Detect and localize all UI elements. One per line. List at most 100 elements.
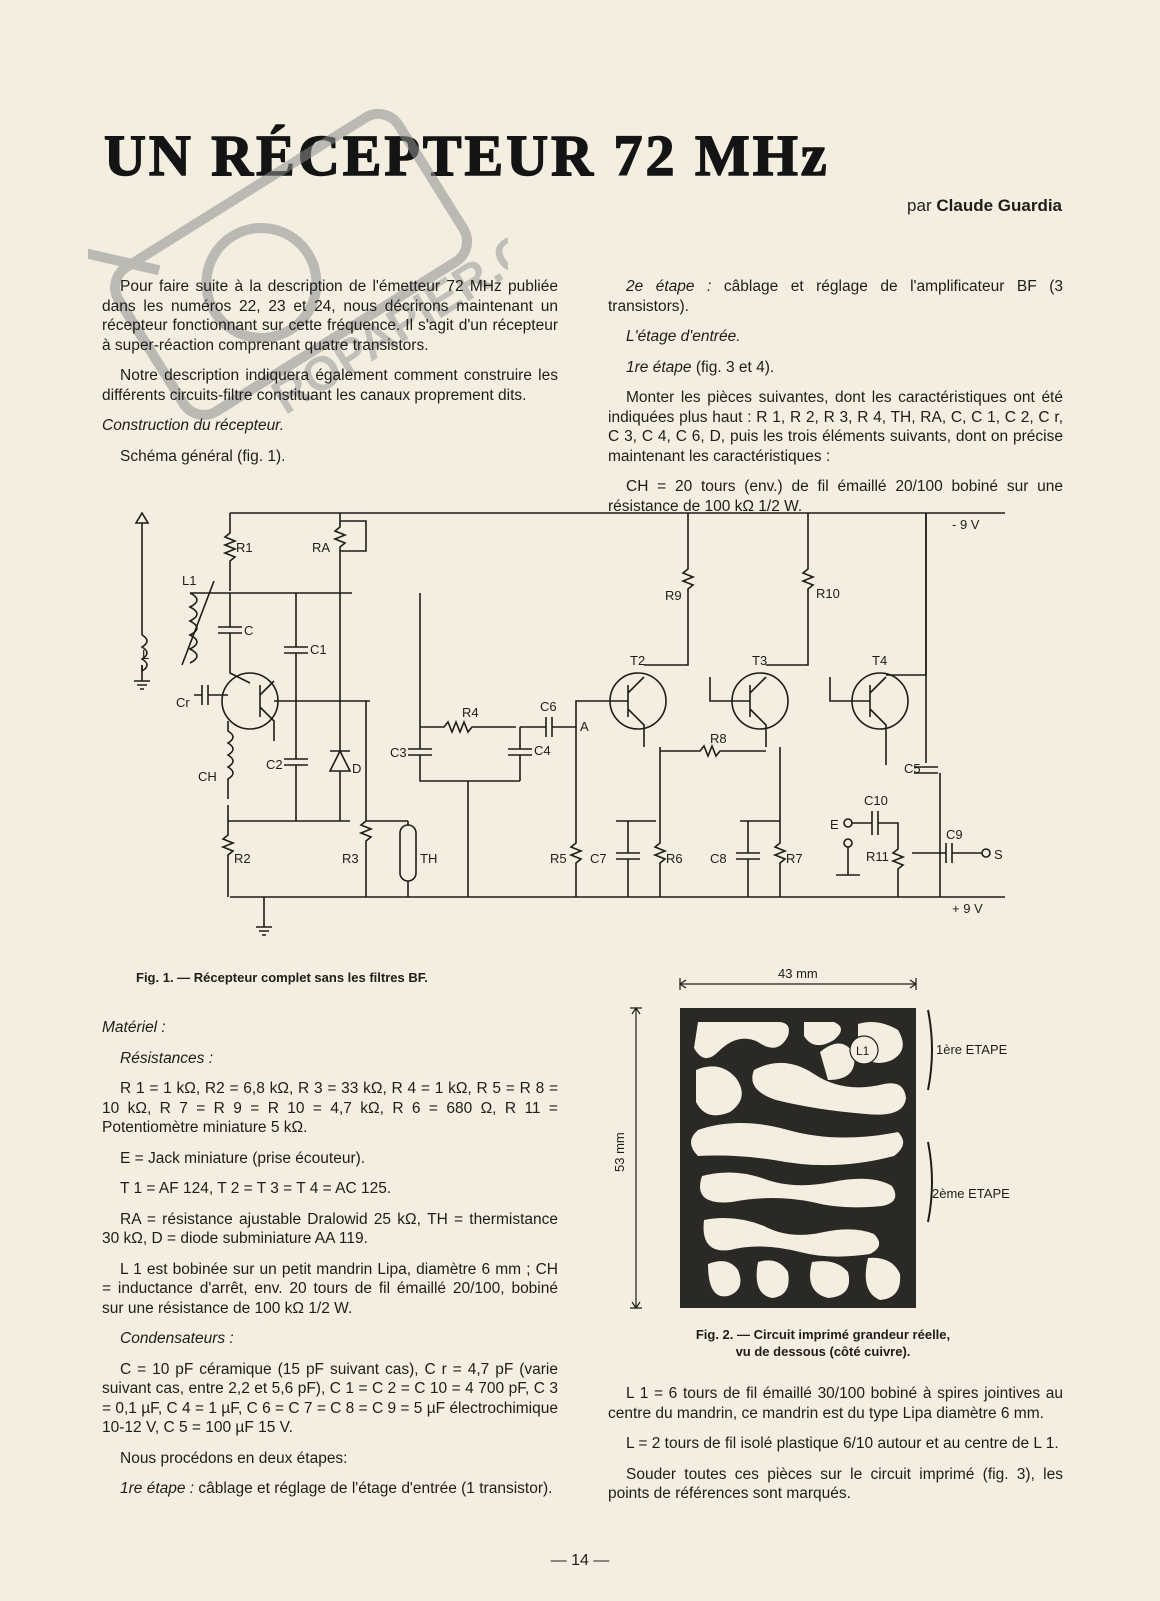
capacitor-c5 <box>914 513 938 774</box>
right-column-bottom: L 1 = 6 tours de fil émaillé 30/100 bobi… <box>608 1384 1063 1515</box>
label-pos9: + 9 V <box>952 901 983 916</box>
fig1-schematic: R1 RA L1 C C1 L Cr CH C2 D R2 R3 TH C3 R… <box>134 511 1005 936</box>
coil-l1 <box>188 592 198 664</box>
label-e: E <box>830 817 839 832</box>
capacitor-c6 <box>520 717 576 737</box>
label-r6: R6 <box>666 851 683 866</box>
capacitors-heading: Condensateurs : <box>120 1330 234 1347</box>
label-d: D <box>352 761 361 776</box>
label-t3: T3 <box>752 653 767 668</box>
fig2-caption-line1: Fig. 2. — Circuit imprimé grandeur réell… <box>695 1327 951 1342</box>
step2-paragraph: 2e étape : câblage et réglage de l'ampli… <box>608 277 1063 316</box>
left-column-bottom: Matériel : Résistances : R 1 = 1 kΩ, R2 … <box>102 1018 558 1510</box>
description-paragraph: Notre description indiquera également co… <box>102 367 558 404</box>
author-name: Claude Guardia <box>936 196 1062 215</box>
label-cr: Cr <box>176 695 190 710</box>
article-title: UN RÉCEPTEUR 72 MHz <box>103 122 830 189</box>
step1-lead-bottom: 1re étape : <box>120 1480 195 1497</box>
label-c6: C6 <box>540 699 557 714</box>
label-c2: C2 <box>266 757 283 772</box>
label-l: L <box>142 647 149 662</box>
right-column-top: 2e étape : câblage et réglage de l'ampli… <box>608 277 1063 527</box>
label-a: A <box>580 719 589 734</box>
watermark-stamp: ROPAPIER.COM <box>88 108 508 425</box>
label-r1: R1 <box>236 540 253 555</box>
label-c4: C4 <box>534 743 551 758</box>
capacitor-c <box>218 593 242 663</box>
label-t4: T4 <box>872 653 887 668</box>
ground-main-symbol <box>256 897 272 936</box>
capacitor-c4 <box>508 727 532 781</box>
capacitor-cr <box>194 685 228 705</box>
label-r8: R8 <box>710 731 727 746</box>
page-number: — 14 — <box>550 1552 610 1569</box>
pcb-l1-label: L1 <box>856 1044 870 1058</box>
steps-line: Nous procédons en deux étapes: <box>120 1449 348 1467</box>
resistor-r3 <box>358 701 374 897</box>
stage1-label: 1ère ETAPE <box>936 1042 1008 1057</box>
l1-winding-paragraph: L 1 = 6 tours de fil émaillé 30/100 bobi… <box>608 1385 1063 1422</box>
l1-adjust-arrow <box>181 580 215 666</box>
label-c7: C7 <box>590 851 607 866</box>
label-c: C <box>244 623 253 638</box>
label-r10: R10 <box>816 586 840 601</box>
step1-reference: 1re étape (fig. 3 et 4). <box>608 358 1063 378</box>
step1-lead: 1re étape <box>626 358 692 376</box>
step1-paragraph: 1re étape : câblage et réglage de l'étag… <box>102 1479 558 1499</box>
inductor-ch <box>226 721 234 799</box>
antenna-symbol <box>134 511 150 635</box>
choke-paragraph: CH = 20 tours (env.) de fil émaillé 20/1… <box>608 478 1063 515</box>
jack-line: E = Jack miniature (prise écouteur). <box>120 1149 366 1167</box>
resistor-r6 <box>652 747 668 897</box>
schema-reference: Schéma général (fig. 1). <box>120 447 286 465</box>
label-c8: C8 <box>710 851 727 866</box>
label-r5: R5 <box>550 851 567 866</box>
soldering-paragraph: Souder toutes ces pièces sur le circuit … <box>608 1465 1063 1503</box>
label-c5: C5 <box>904 761 921 776</box>
diode-d <box>328 593 352 821</box>
fig2-caption-line2: vu de dessous (côté cuivre). <box>735 1344 911 1359</box>
intro-paragraph: Pour faire suite à la description de l'é… <box>102 278 558 354</box>
resistor-list: R 1 = 1 kΩ, R2 = 6,8 kΩ, R 3 = 33 kΩ, R … <box>102 1080 558 1136</box>
label-r4: R4 <box>462 705 479 720</box>
step2-text: câblage et réglage de l'amplificateur BF… <box>608 278 1063 315</box>
l-winding-paragraph: L = 2 tours de fil isolé plastique 6/10 … <box>626 1435 1059 1452</box>
resistor-r7 <box>772 747 788 897</box>
capacitor-c7 <box>616 820 656 897</box>
label-s: S <box>994 847 1003 862</box>
capacitor-list: C = 10 pF céramique (15 pF suivant cas),… <box>102 1360 558 1437</box>
resistor-r5 <box>568 727 584 897</box>
thermistor-th <box>399 824 417 882</box>
left-column-top: Pour faire suite à la description de l'é… <box>102 277 558 477</box>
capacitor-c3 <box>408 593 520 782</box>
capacitor-c1 <box>284 593 308 821</box>
resistor-ra <box>332 513 367 593</box>
l1-line: L 1 est bobinée sur un petit mandrin Lip… <box>102 1260 558 1317</box>
resistor-r11 <box>890 843 906 897</box>
fig2-caption: Fig. 2. — Circuit imprimé grandeur réell… <box>608 1326 1038 1360</box>
label-r9: R9 <box>665 588 682 603</box>
resistor-r9 <box>644 513 696 666</box>
transistor-t1 <box>221 672 279 730</box>
resistor-r4 <box>420 719 516 735</box>
capacitor-c10 <box>852 811 899 843</box>
pcb-width-label: 43 mm <box>778 966 818 981</box>
resistor-r2 <box>220 805 236 897</box>
resistors-heading: Résistances : <box>120 1049 214 1067</box>
coil-l <box>140 634 148 672</box>
label-t2: T2 <box>630 653 645 668</box>
materials-heading: Matériel : <box>102 1019 166 1036</box>
step2-lead: 2e étape : <box>626 278 712 295</box>
stage2-label: 2ème ETAPE <box>932 1186 1010 1201</box>
fig1-caption: Fig. 1. — Récepteur complet sans les fil… <box>136 970 428 985</box>
pcb-height-label: 53 mm <box>612 1132 627 1172</box>
step1-figure-ref: (fig. 3 et 4). <box>695 358 775 376</box>
label-r7: R7 <box>786 851 803 866</box>
label-neg9: - 9 V <box>952 517 980 532</box>
label-ch: CH <box>198 769 217 784</box>
label-ra: RA <box>312 540 330 555</box>
step1-text: câblage et réglage de l'étage d'entrée (… <box>198 1480 553 1497</box>
label-th: TH <box>420 851 437 866</box>
label-c10: C10 <box>864 793 888 808</box>
section-heading-construction: Construction du récepteur. <box>102 417 285 434</box>
